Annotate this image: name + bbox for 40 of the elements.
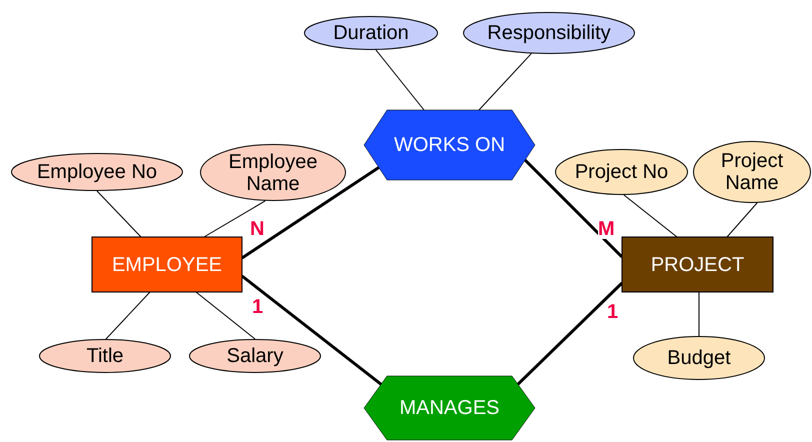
relationship-hexagon — [364, 376, 535, 440]
connector-line — [106, 292, 150, 340]
attribute-name: Project Name — [720, 150, 784, 194]
connector-line — [204, 200, 266, 238]
entity-name: PROJECT — [650, 254, 746, 276]
relationship-line — [524, 159, 624, 258]
attribute-ellipse — [11, 153, 183, 191]
attribute-ellipse — [693, 141, 811, 203]
attribute-name: Salary — [226, 345, 284, 367]
relationship-name: MANAGES — [398, 397, 501, 419]
entity-rectangle — [92, 237, 242, 292]
attribute-ellipse — [189, 339, 321, 373]
relationship-line — [516, 282, 624, 386]
relationship-line — [241, 166, 380, 260]
entity-name: EMPLOYEE — [110, 254, 224, 276]
attribute-name: Employee No — [36, 161, 158, 183]
attribute-ellipse — [463, 12, 635, 54]
relationship-line — [241, 274, 382, 386]
attribute-ellipse — [304, 16, 438, 50]
attribute-ellipse — [633, 336, 765, 380]
cardinality-label: M — [598, 219, 615, 239]
attribute-ellipse — [555, 149, 688, 195]
connector-line — [96, 190, 142, 238]
attribute-name: Title — [85, 345, 125, 367]
entity-rectangle — [622, 237, 773, 292]
attribute-ellipse — [200, 144, 346, 201]
attribute-name: Responsibility — [486, 22, 612, 44]
connector-line — [478, 53, 532, 110]
connector-line — [196, 292, 256, 340]
attribute-name: Duration — [332, 22, 410, 44]
attribute-name: Project No — [574, 161, 670, 183]
connector-line — [698, 292, 700, 336]
relationship-hexagon — [364, 110, 535, 180]
connector-line — [726, 202, 758, 238]
attribute-ellipse — [39, 339, 171, 373]
connector-line — [375, 49, 424, 110]
attribute-name: Budget — [666, 347, 732, 369]
relationship-name: WORKS ON — [392, 134, 506, 156]
attribute-name: Employee Name — [228, 150, 318, 194]
connector-line — [623, 194, 678, 238]
